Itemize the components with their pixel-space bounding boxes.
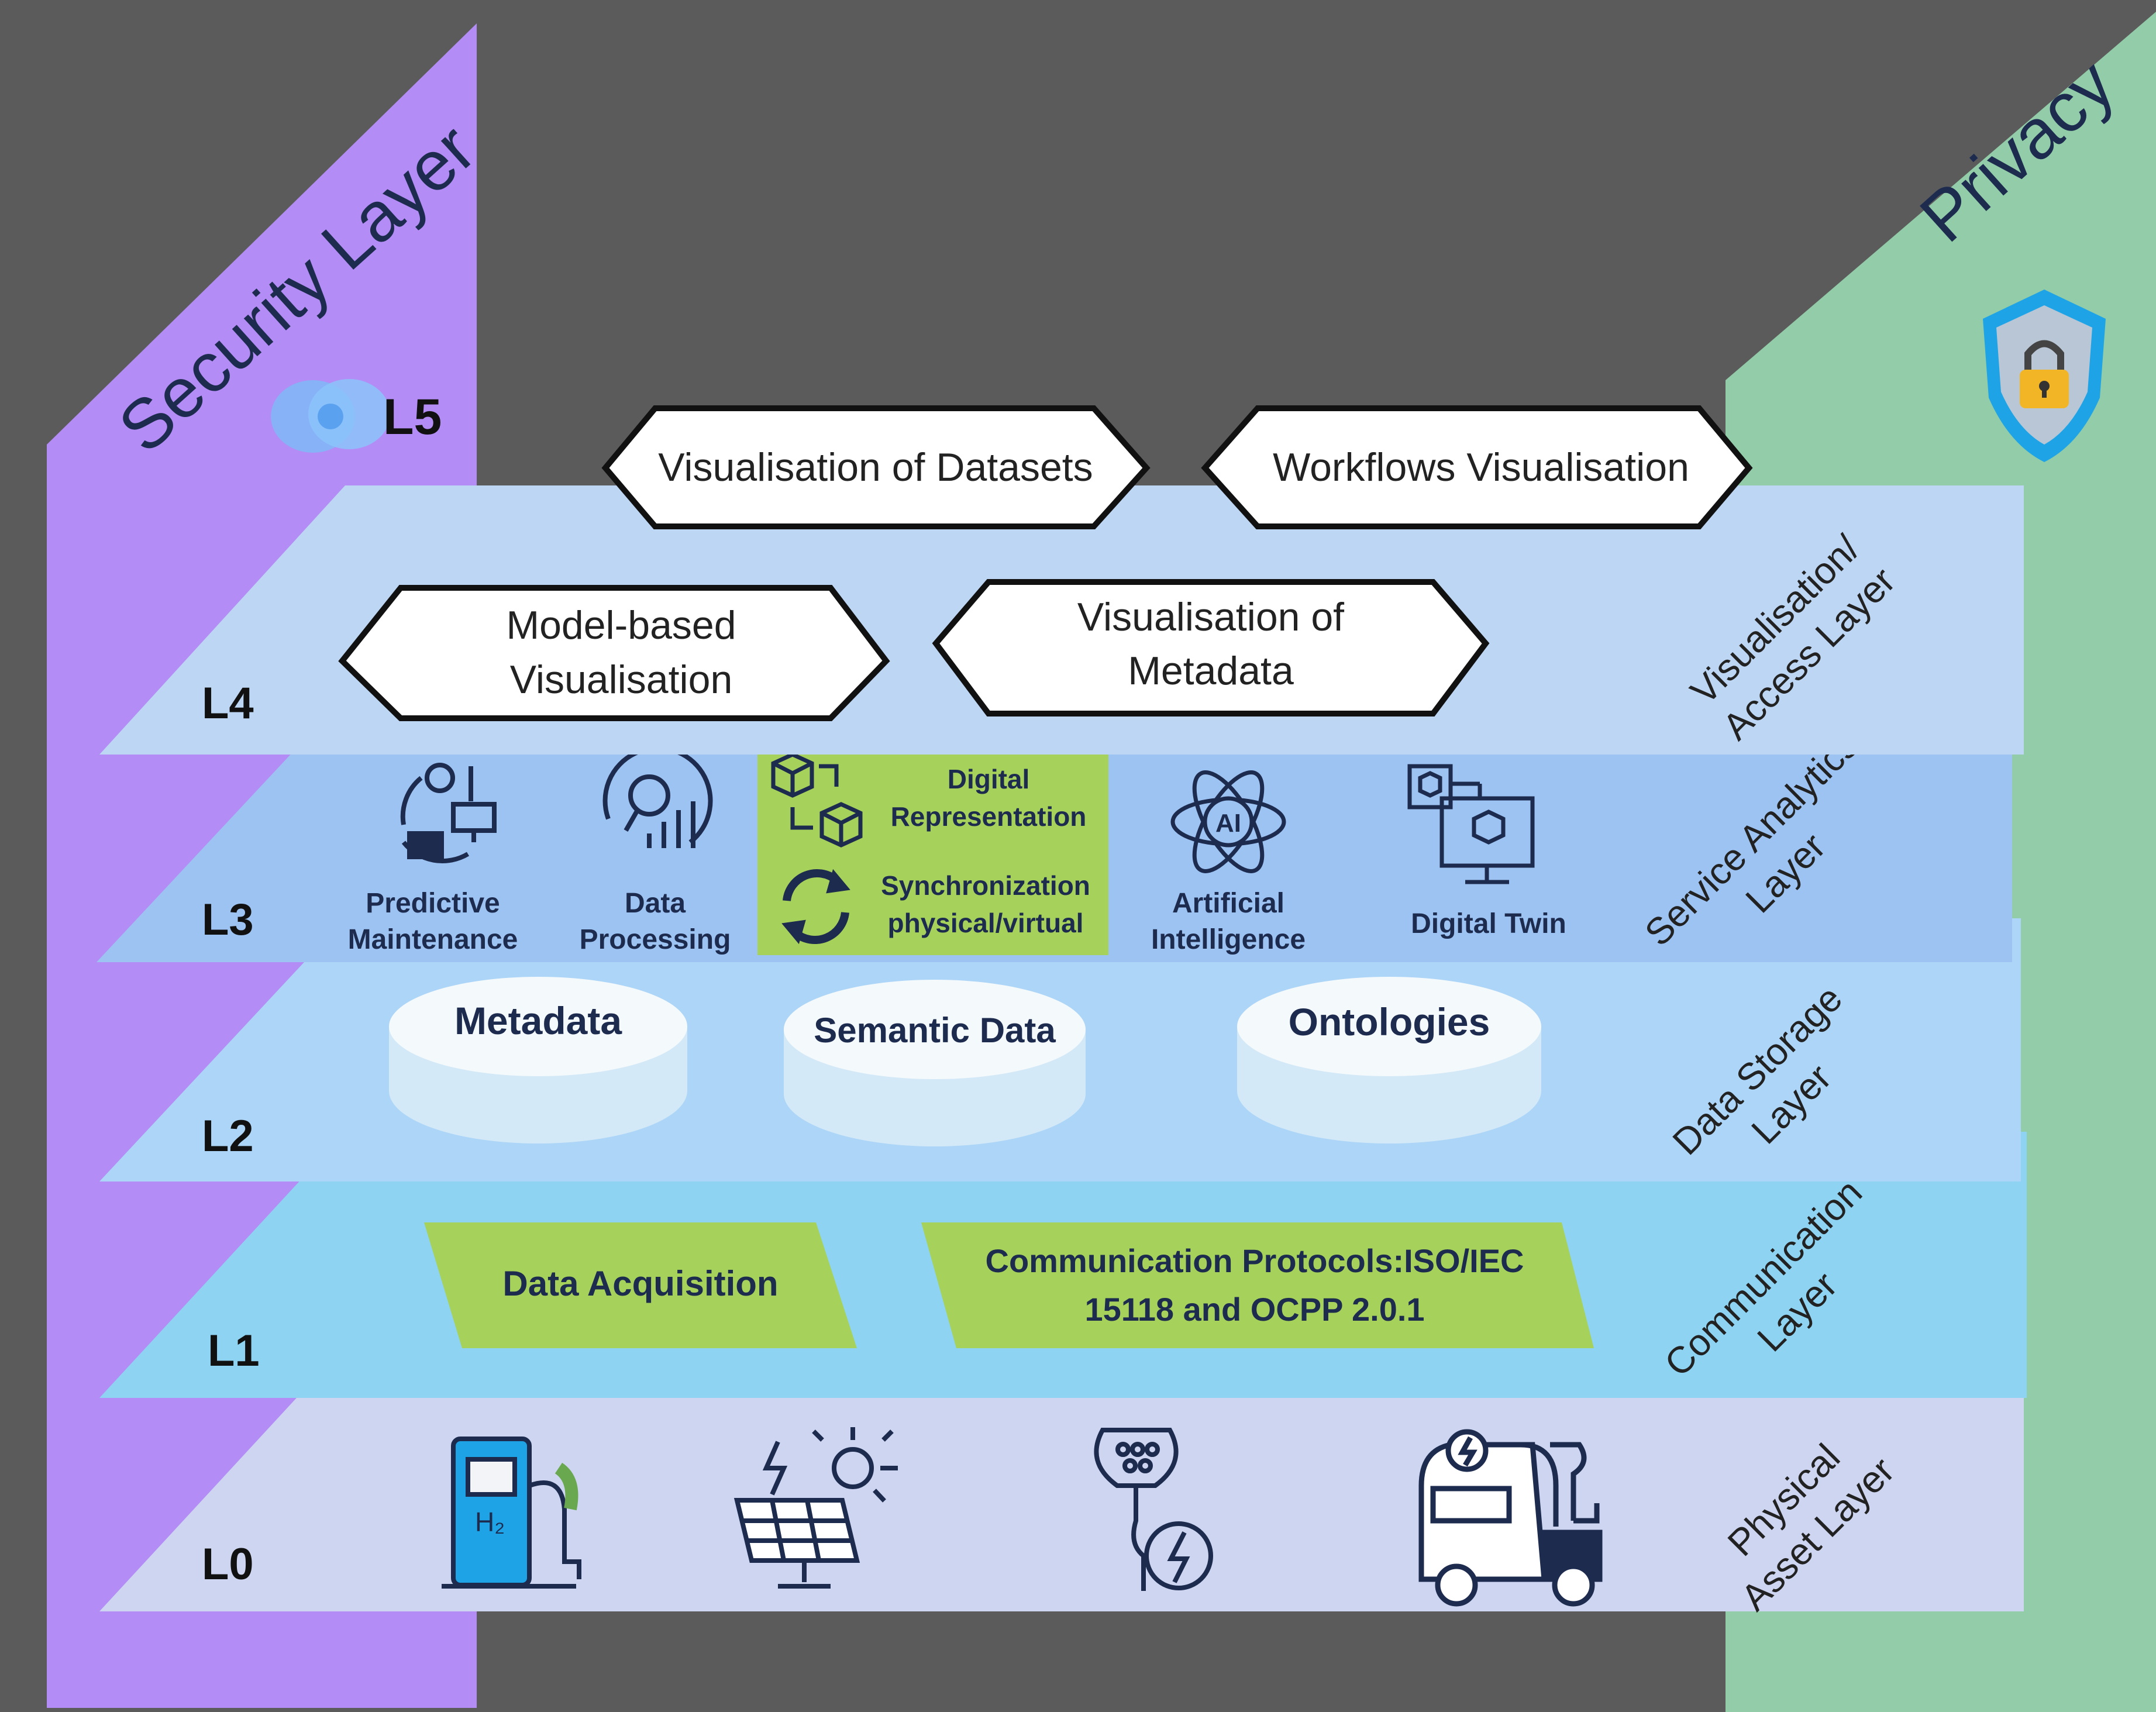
predictive-maintenance-label: Predictive Maintenance [348,888,518,955]
svg-text:Processing: Processing [580,924,731,955]
visualisation-of-datasets-box: Visualisation of Datasets [601,405,1151,529]
hydrogen-label: H₂ [475,1507,505,1537]
semantic-data-database: Semantic Data [784,980,1086,1146]
svg-text:Communication Protocols:ISO/IE: Communication Protocols:ISO/IEC [986,1242,1524,1279]
svg-text:Predictive: Predictive [366,888,500,919]
svg-text:Synchronization: Synchronization [881,870,1090,901]
model-based-visualisation-box: Model-based Visualisation [338,585,890,721]
svg-text:Model-based: Model-based [506,603,736,647]
level-l1: L1 [208,1326,260,1376]
svg-text:Visualisation: Visualisation [510,657,733,702]
svg-text:Data Acquisition: Data Acquisition [502,1264,778,1303]
level-l2: L2 [202,1111,254,1161]
metadata-database: Metadata [389,977,687,1143]
data-processing-label: Data Processing [580,888,731,955]
digital-representation-box [757,734,1108,955]
svg-text:physical/virtual: physical/virtual [888,908,1084,938]
svg-text:Maintenance: Maintenance [348,924,518,955]
brain-icon [271,379,390,453]
data-acquisition-box: Data Acquisition [424,1222,857,1348]
digital-twin-icon [1407,764,1535,884]
communication-protocols-box: Communication Protocols:ISO/IEC 15118 an… [921,1222,1594,1348]
visualisation-of-metadata-box: Visualisation of Metadata [932,579,1490,717]
level-l5: L5 [383,389,442,445]
level-l3: L3 [202,895,254,945]
ev-charger-plug-icon [1094,1428,1213,1591]
svg-text:Workflows Visualisation: Workflows Visualisation [1273,445,1689,490]
svg-text:Visualisation of Datasets: Visualisation of Datasets [658,445,1093,490]
svg-text:Digital: Digital [948,764,1030,794]
svg-text:Metadata: Metadata [1128,649,1294,693]
solar-panel-icon [733,1427,898,1589]
svg-text:15118 and OCPP 2.0.1: 15118 and OCPP 2.0.1 [1084,1291,1424,1328]
svg-text:Metadata: Metadata [454,999,622,1042]
ai-badge: AI [1215,809,1241,838]
shield-lock-icon [1983,290,2106,462]
svg-text:Ontologies: Ontologies [1289,1000,1490,1043]
predictive-maintenance-icon [400,763,497,863]
sync-arrows-icon [781,869,850,945]
ontologies-database: Ontologies [1237,977,1541,1143]
electric-truck-icon [1418,1429,1603,1607]
synchronization-label: Synchronization physical/virtual [881,870,1090,938]
artificial-intelligence-label: Artificial Intelligence [1151,888,1306,955]
artificial-intelligence-icon [1170,770,1286,873]
svg-text:Representation: Representation [891,801,1087,832]
workflows-visualisation-box: Workflows Visualisation [1201,405,1753,529]
hydrogen-pump-icon [442,1437,581,1589]
svg-text:Intelligence: Intelligence [1151,924,1306,955]
svg-text:Digital Twin: Digital Twin [1411,908,1566,939]
svg-text:Semantic Data: Semantic Data [814,1011,1056,1050]
digital-representation-label: Digital Representation [891,764,1087,832]
level-l4: L4 [202,678,254,728]
level-l0: L0 [202,1539,254,1589]
svg-text:Data: Data [625,888,686,919]
svg-text:Artificial: Artificial [1172,888,1284,919]
digital-twin-label: Digital Twin [1411,908,1566,939]
svg-text:Visualisation of: Visualisation of [1077,595,1344,639]
